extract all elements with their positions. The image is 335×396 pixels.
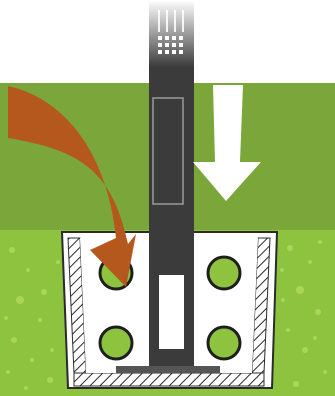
anchor-bottom-right	[206, 325, 242, 361]
vent-cell	[179, 36, 183, 40]
post-stripe	[166, 10, 168, 32]
soil-speckle	[4, 316, 8, 320]
vent-cell	[165, 50, 169, 54]
post-upper-panel	[152, 97, 184, 205]
soil-speckle	[296, 286, 304, 294]
soil-speckle	[293, 381, 299, 387]
vent-cell	[179, 43, 183, 47]
soil-speckle	[30, 358, 34, 362]
soil-speckle	[280, 268, 284, 272]
vent-cell	[165, 36, 169, 40]
soil-speckle	[38, 318, 42, 322]
soil-speckle	[24, 386, 28, 390]
anchor-bottom-left	[98, 325, 134, 361]
soil-speckle	[323, 370, 327, 374]
post-slot	[159, 275, 184, 349]
soil-speckle	[286, 328, 290, 332]
soil-speckle	[11, 337, 17, 343]
post-stripe	[158, 10, 160, 32]
down-arrow-icon	[193, 85, 261, 201]
post-top-stripes	[158, 10, 184, 32]
vent-cell	[172, 36, 176, 40]
soil-speckle	[47, 377, 53, 383]
vent-cell	[172, 50, 176, 54]
vent-cell	[158, 43, 162, 47]
grid-vent-icon	[158, 36, 183, 54]
soil-speckle	[56, 260, 60, 264]
soil-speckle	[6, 370, 10, 374]
soil-speckle	[16, 296, 24, 304]
vent-cell	[179, 50, 183, 54]
soil-speckle	[315, 309, 321, 315]
soil-speckle	[41, 289, 47, 295]
vent-cell	[172, 43, 176, 47]
post-stripe	[174, 10, 176, 32]
soil-speckles	[4, 240, 327, 390]
soil-speckle	[9, 247, 15, 253]
soil-speckle	[26, 268, 30, 272]
soil-speckle	[287, 245, 293, 251]
base-plate	[116, 366, 220, 373]
soil-speckle	[302, 347, 308, 353]
vent-cell	[165, 43, 169, 47]
soil-speckle	[281, 298, 285, 302]
soil-speckle	[318, 240, 322, 244]
soil-speckle	[308, 260, 312, 264]
vent-cell	[158, 50, 162, 54]
soil-speckle	[50, 348, 54, 352]
curved-arrow-icon	[8, 86, 136, 287]
pit-floor	[73, 372, 265, 387]
soil-speckle	[313, 336, 317, 340]
post-stripe	[182, 10, 184, 32]
anchor-top-right	[206, 255, 242, 291]
vent-cell	[158, 36, 162, 40]
